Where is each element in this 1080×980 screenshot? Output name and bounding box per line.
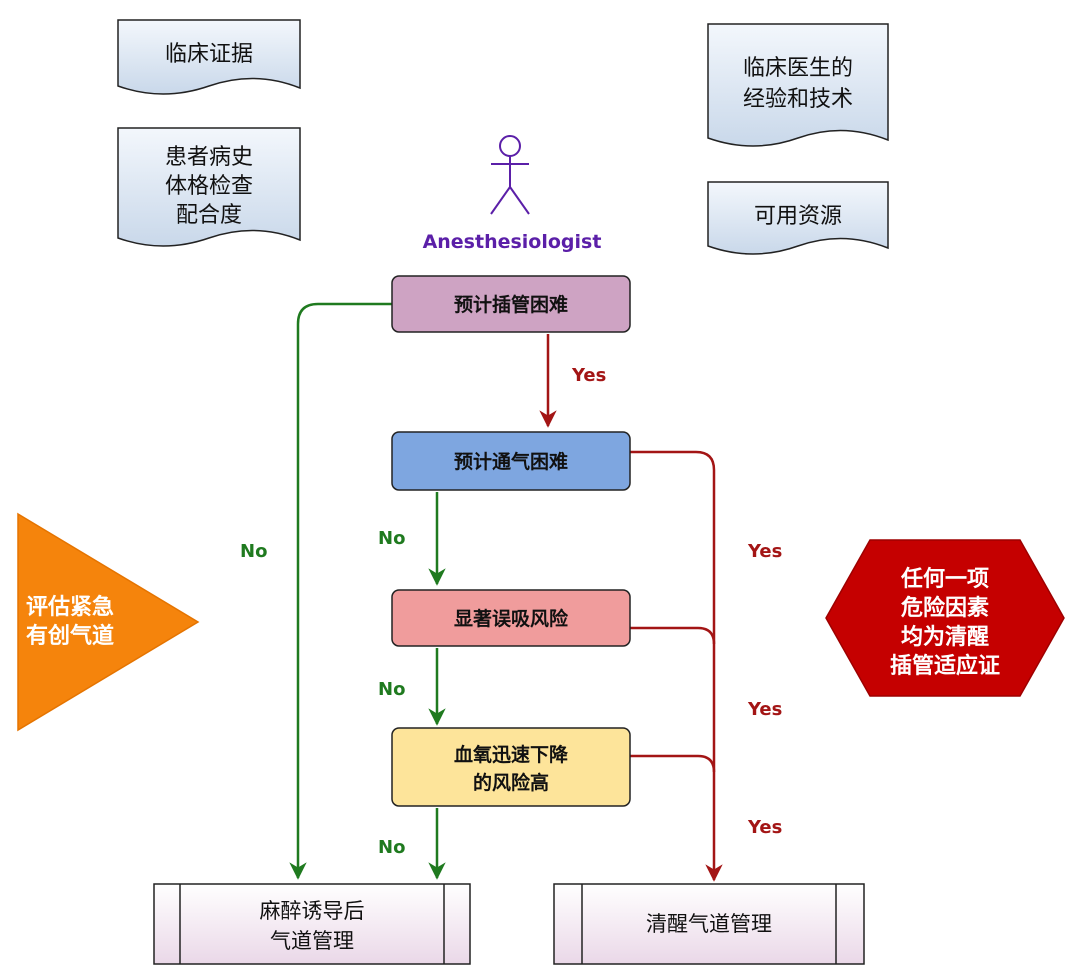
triangle-line-2: 有创气道 [26,623,114,649]
doc-clinician-line-2: 经验和技术 [743,87,853,112]
step-desaturation-line-1: 血氧迅速下降 [454,743,569,766]
step-difficult-ventilation-label: 预计通气困难 [454,450,568,473]
actor-label: Anesthesiologist [423,231,602,253]
outcome-post-induction-line-1: 麻醉诱导后 [260,899,365,923]
awake-indication-hexagon: 任何一项 危险因素 均为清醒 插管适应证 [825,539,1065,697]
no-label-ventilation: No [378,528,405,549]
outcome-post-induction: 麻醉诱导后 气道管理 [153,883,471,965]
doc-clinical-evidence-label: 临床证据 [165,42,253,67]
doc-physical-exam-line: 体格检查 [165,174,253,199]
doc-available-resources: 可用资源 [707,181,889,255]
no-label-desaturation: No [378,837,405,858]
emergency-invasive-airway-triangle: 评估紧急 有创气道 [17,512,200,732]
hexagon-line-2: 危险因素 [901,595,989,621]
yes-connector-aspiration [630,626,716,645]
outcome-post-induction-line-2: 气道管理 [270,929,354,953]
hexagon-line-3: 均为清醒 [901,624,989,650]
yes-label-ventilation: Yes [747,541,782,562]
doc-clinician-line-1: 临床医生的 [743,56,853,81]
outcome-awake: 清醒气道管理 [553,883,865,965]
hexagon-line-4: 插管适应证 [890,653,1000,679]
step-aspiration-risk-label: 显著误吸风险 [454,607,569,630]
step-aspiration-risk: 显著误吸风险 [391,589,631,647]
step-difficult-intubation-label: 预计插管困难 [454,293,568,316]
yes-arrow-ventilation-to-awake [630,450,723,882]
step-desaturation-line-2: 的风险高 [473,771,549,794]
doc-patient-history: 患者病史 体格检查 配合度 [117,127,301,247]
doc-clinical-evidence: 临床证据 [117,19,301,95]
step-difficult-ventilation: 预计通气困难 [391,431,631,491]
hexagon-line-1: 任何一项 [900,566,989,592]
yes-label-desaturation: Yes [747,817,782,838]
doc-available-resources-label: 可用资源 [754,204,842,229]
doc-cooperation-line: 配合度 [176,203,242,228]
outcome-awake-label: 清醒气道管理 [646,912,772,936]
yes-label-intubation: Yes [571,365,606,386]
yes-label-aspiration: Yes [747,699,782,720]
no-label-intubation: No [240,541,267,562]
step-difficult-intubation: 预计插管困难 [391,275,631,333]
no-label-aspiration: No [378,679,405,700]
no-arrow-intubation-to-induction [289,302,392,880]
anesthesiologist-actor-icon [490,135,530,215]
triangle-line-1: 评估紧急 [26,594,114,620]
doc-patient-history-line: 患者病史 [165,145,253,170]
step-desaturation-risk: 血氧迅速下降 的风险高 [391,727,631,807]
doc-clinician-experience: 临床医生的 经验和技术 [707,23,889,147]
yes-connector-desaturation [630,754,716,773]
